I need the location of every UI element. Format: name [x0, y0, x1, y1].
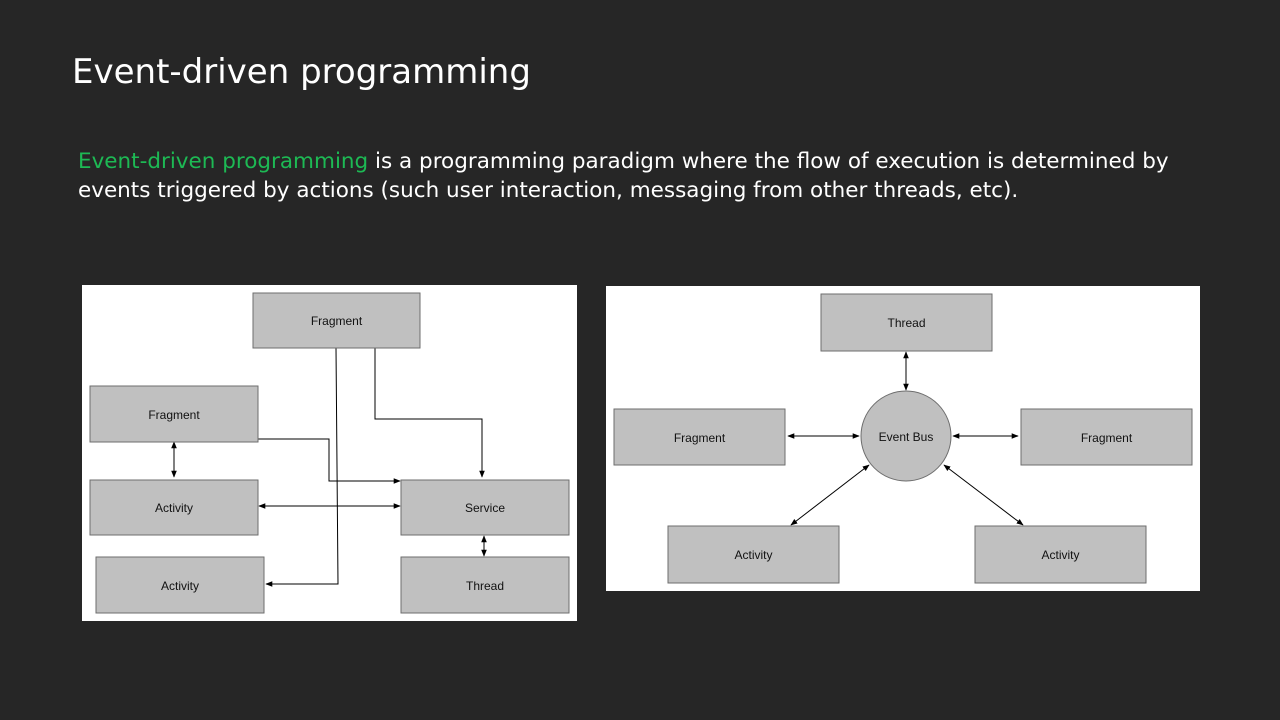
node-activity-bottom: Activity: [95, 556, 265, 614]
svg-text:Service: Service: [465, 501, 505, 515]
node-fragment-right: Fragment: [1020, 408, 1193, 466]
coupled-components-diagram: Fragment Fragment Activity Activity Serv…: [82, 285, 577, 621]
intro-paragraph: Event-driven programming is a programmin…: [78, 147, 1198, 205]
edge-bus-activity-right: [943, 464, 1024, 526]
svg-text:Fragment: Fragment: [148, 408, 200, 422]
node-fragment-left: Fragment: [613, 408, 786, 466]
svg-text:Thread: Thread: [887, 316, 925, 330]
intro-text: is a programming paradigm where the flow…: [78, 149, 1169, 203]
slide-title: Event-driven programming: [72, 52, 531, 92]
node-event-bus: Event Bus: [860, 390, 952, 482]
node-activity-left: Activity: [667, 525, 840, 584]
node-fragment-top: Fragment: [252, 292, 421, 349]
edge-fragment-top-to-service: [374, 348, 485, 478]
edge-fragment-top-to-activity-bottom: [265, 347, 339, 587]
node-activity-right: Activity: [974, 525, 1147, 584]
node-activity-mid: Activity: [89, 479, 259, 536]
svg-text:Fragment: Fragment: [311, 314, 363, 328]
edge-bus-activity-left: [790, 464, 870, 526]
svg-text:Event Bus: Event Bus: [879, 430, 934, 444]
event-bus-diagram: Thread Event Bus Fragment Fragment Activ…: [606, 286, 1200, 591]
node-thread: Thread: [400, 556, 570, 614]
svg-text:Activity: Activity: [734, 548, 772, 562]
node-thread: Thread: [820, 293, 993, 352]
node-service: Service: [400, 479, 570, 536]
intro-term: Event-driven programming: [78, 149, 369, 174]
edge-fragment-left-to-service: [258, 438, 401, 484]
svg-text:Fragment: Fragment: [1081, 431, 1133, 445]
svg-text:Activity: Activity: [155, 501, 193, 515]
svg-text:Activity: Activity: [1041, 548, 1079, 562]
svg-text:Activity: Activity: [161, 579, 199, 593]
svg-text:Thread: Thread: [466, 579, 504, 593]
svg-text:Fragment: Fragment: [674, 431, 726, 445]
node-fragment-left: Fragment: [89, 385, 259, 443]
